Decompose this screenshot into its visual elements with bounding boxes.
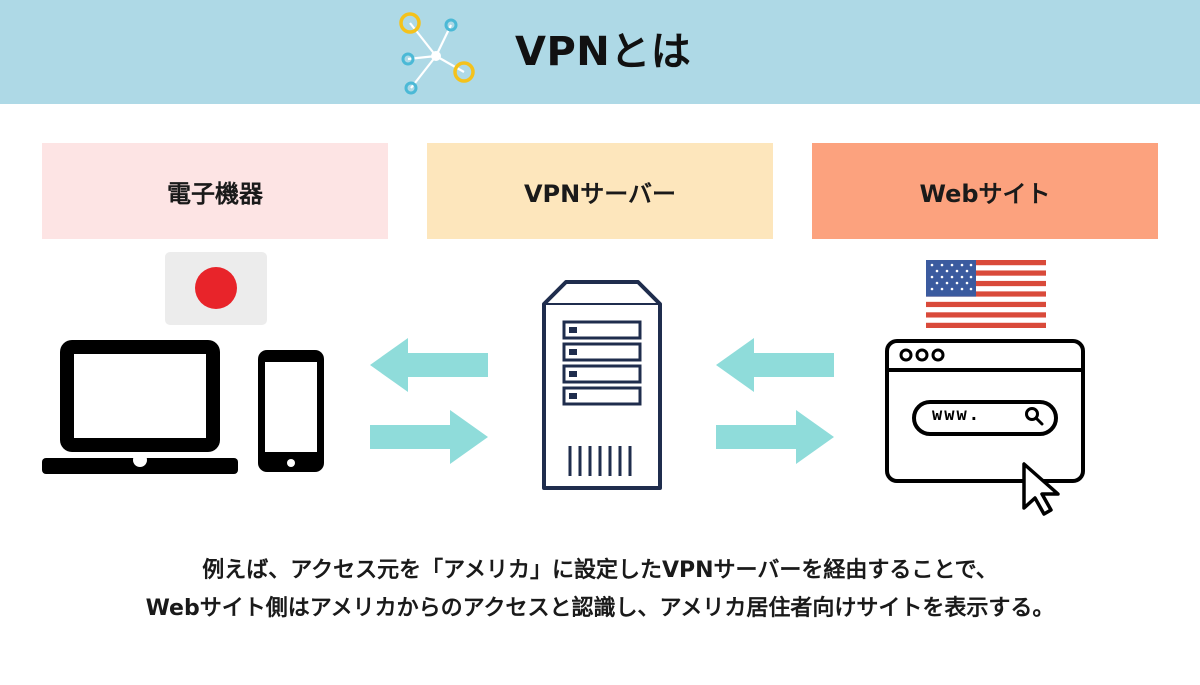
usa-flag-icon [926, 260, 1046, 328]
label-device: 電子機器 [42, 143, 388, 239]
url-text: www. [932, 405, 981, 425]
server-icon [542, 280, 662, 490]
page-title: VPNとは [515, 29, 692, 75]
network-nodes-icon [399, 12, 475, 95]
cursor-arrow-icon [1022, 462, 1060, 516]
header-bar: VPNとは [0, 0, 1200, 104]
arrow-icon [370, 410, 488, 464]
smartphone-icon [258, 350, 324, 472]
japan-flag-icon [165, 252, 267, 325]
label-vpn-server: VPNサーバー [427, 143, 773, 239]
caption-line-1: 例えば、アクセス元を「アメリカ」に設定したVPNサーバーを経由することで、 [202, 558, 998, 583]
browser-window-icon [885, 339, 1085, 483]
label-website: Webサイト [812, 143, 1158, 239]
arrow-icon [716, 338, 834, 392]
search-icon [1025, 407, 1044, 426]
laptop-icon [42, 340, 238, 474]
arrow-icon [716, 410, 834, 464]
arrow-icon [370, 338, 488, 392]
caption-line-2: Webサイト側はアメリカからのアクセスと認識し、アメリカ居住者向けサイトを表示す… [145, 596, 1055, 621]
